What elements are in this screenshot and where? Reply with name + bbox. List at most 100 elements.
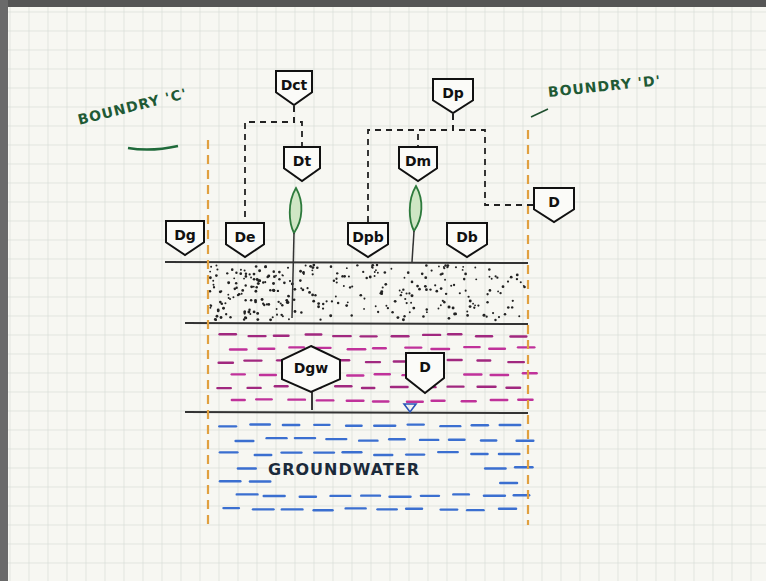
grid-line	[0, 126, 766, 127]
dash	[462, 400, 476, 402]
soil-dot	[475, 278, 477, 280]
pentagon-outline	[433, 79, 473, 113]
underline	[128, 146, 178, 150]
pentagon-tag: D	[533, 187, 575, 223]
soil-dot	[486, 301, 488, 303]
soil-dot	[248, 308, 250, 310]
soil-dot	[333, 280, 335, 282]
dash	[448, 359, 462, 361]
grid-line	[732, 0, 733, 581]
soil-dot	[474, 266, 476, 268]
pentagon-outline	[166, 221, 204, 255]
grid-line	[0, 31, 766, 32]
soil-dot	[272, 282, 275, 285]
dash	[346, 507, 366, 509]
root-line	[292, 233, 294, 318]
dash	[236, 440, 254, 442]
dash	[346, 424, 361, 426]
soil-dot	[299, 270, 302, 273]
soil-dot	[302, 271, 305, 274]
grid-line	[0, 373, 766, 374]
layer-boundary	[185, 323, 528, 324]
soil-dot	[424, 285, 427, 288]
dash	[267, 437, 287, 439]
pentagon-tag: Dt	[283, 146, 321, 182]
grid-line	[314, 0, 315, 581]
soil-dot	[516, 278, 518, 280]
soil-dot	[454, 313, 457, 316]
soil-dot	[347, 301, 349, 303]
soil-dot	[453, 312, 456, 315]
dash	[275, 385, 288, 387]
soil-dot	[374, 275, 376, 277]
soil-dot	[335, 278, 337, 280]
soil-dot	[440, 304, 442, 306]
dash	[484, 495, 505, 497]
soil-dot	[232, 296, 234, 298]
soil-dot	[255, 265, 258, 268]
soil-dot	[278, 271, 281, 274]
soil-dot	[377, 272, 379, 274]
soil-dot	[231, 268, 234, 271]
dash	[335, 385, 351, 387]
grid-line	[0, 525, 766, 526]
soil-dot	[489, 289, 492, 292]
soil-dot	[220, 316, 223, 319]
pentagon-tag: Dct	[275, 70, 313, 106]
soil-dot	[280, 302, 282, 304]
dash	[237, 493, 258, 495]
soil-dot	[336, 281, 338, 283]
soil-dot	[288, 318, 290, 320]
dash	[420, 439, 438, 441]
soil-dot	[276, 308, 278, 310]
soil-dot	[452, 306, 455, 309]
soil-dot	[365, 277, 368, 280]
soil-dot	[235, 287, 237, 289]
dash	[392, 335, 409, 337]
soil-dot	[424, 276, 427, 279]
soil-dot	[523, 286, 526, 289]
soil-dot	[422, 315, 425, 318]
dash	[359, 439, 377, 441]
dash	[248, 387, 261, 389]
soil-dot	[401, 291, 403, 293]
soil-dot	[253, 273, 256, 276]
pentagon-tag: Dg	[165, 220, 205, 256]
pentagon-tag: Dp	[432, 78, 474, 114]
dash	[331, 495, 351, 497]
soil-dot	[483, 314, 486, 317]
soil-dot	[405, 292, 407, 294]
grid-line	[162, 0, 163, 581]
dash	[253, 508, 274, 510]
soil-dot	[312, 264, 315, 267]
soil-dot	[262, 303, 264, 305]
soil-dot	[254, 299, 257, 302]
soil-dot	[356, 264, 358, 266]
soil-dot	[336, 272, 338, 274]
soil-dot	[269, 289, 272, 292]
soil-dot	[209, 271, 211, 273]
frame-edge	[0, 0, 766, 7]
dash	[274, 335, 289, 337]
grid-line	[0, 430, 766, 431]
soil-dot	[272, 289, 274, 291]
grid-line	[10, 0, 11, 581]
soil-dot	[448, 306, 451, 309]
soil-dot	[404, 277, 406, 279]
soil-dot	[293, 298, 296, 301]
soil-dot	[216, 268, 218, 270]
soil-dot	[281, 304, 283, 306]
dash	[259, 348, 275, 350]
dash	[333, 335, 350, 337]
soil-dot	[463, 278, 466, 281]
soil-dot	[267, 275, 270, 278]
soil-dot	[376, 264, 378, 266]
tag-label: Dct	[281, 77, 308, 93]
soil-dot	[516, 274, 519, 277]
soil-dot	[241, 289, 244, 292]
dash	[300, 495, 316, 497]
soil-dot	[518, 315, 520, 317]
soil-dot	[222, 307, 225, 310]
dash	[405, 346, 421, 348]
